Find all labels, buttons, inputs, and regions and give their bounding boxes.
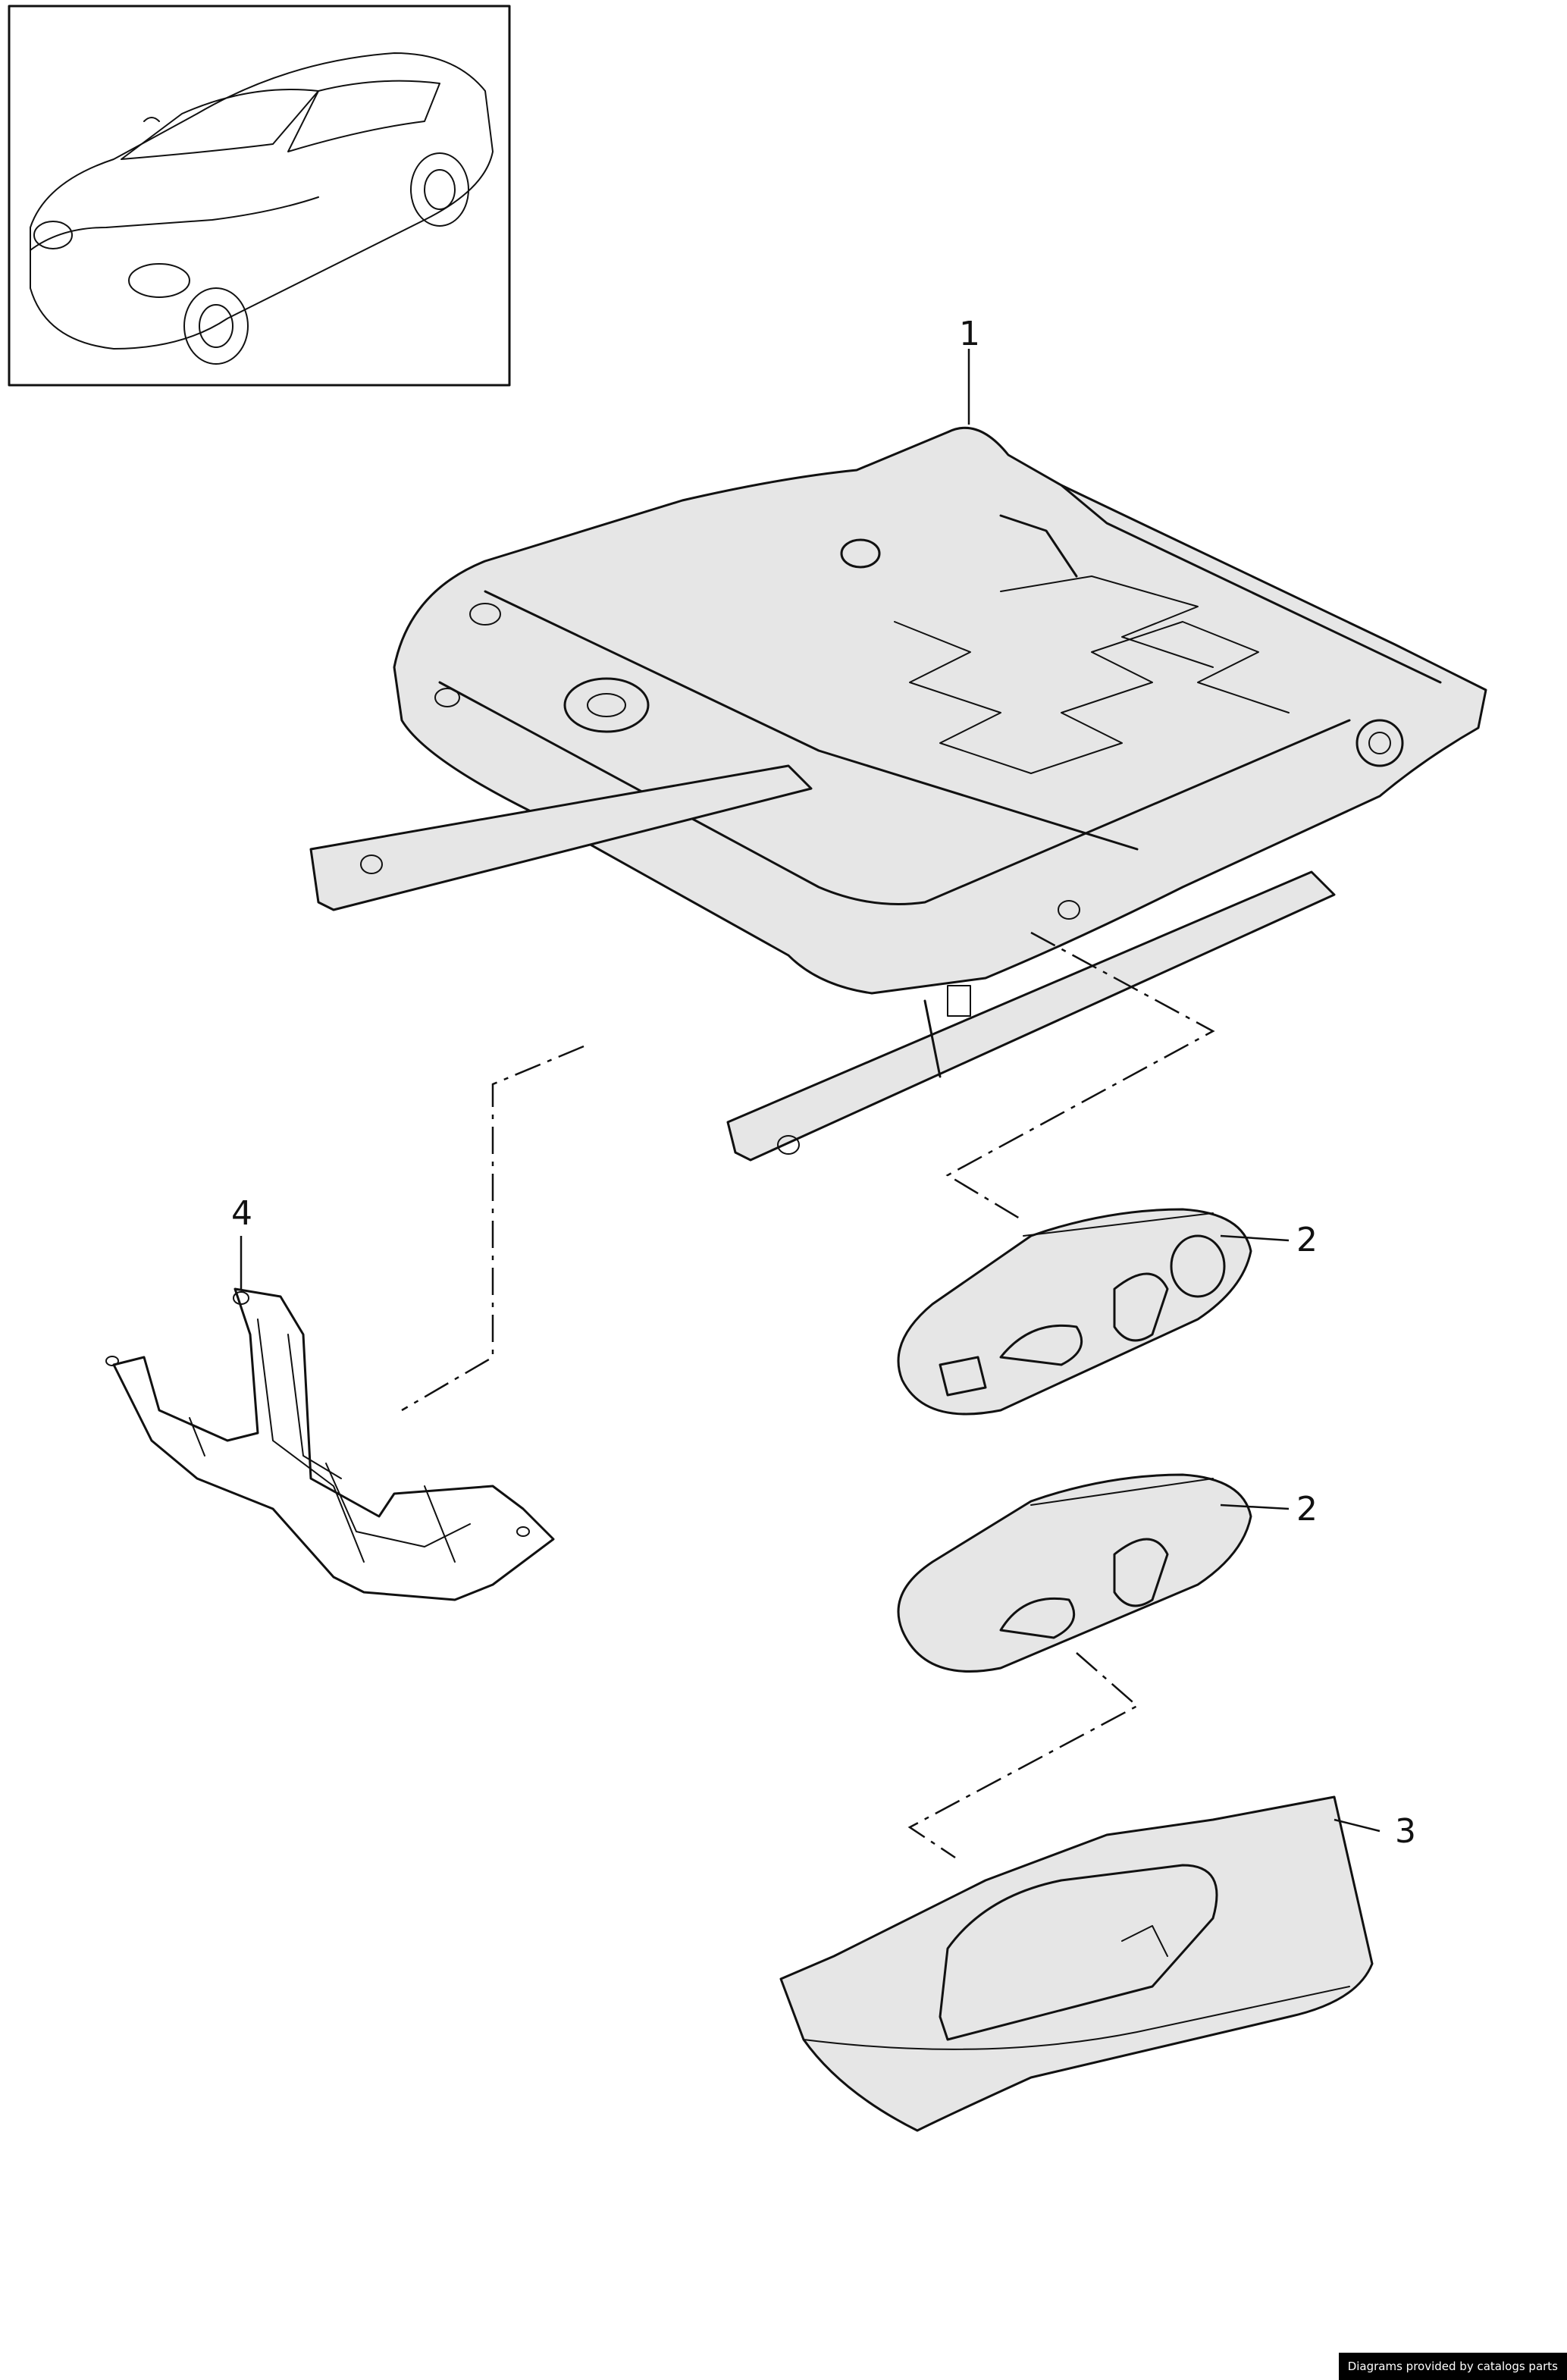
leader-line-2b xyxy=(1220,1504,1290,1510)
part-2-trim-cover-upper xyxy=(897,1208,1252,1416)
callout-2-upper: 2 xyxy=(1296,1221,1318,1259)
callout-4: 4 xyxy=(231,1194,252,1233)
leader-line-3 xyxy=(1334,1818,1381,1833)
assembly-line-bracket xyxy=(401,1045,584,1412)
part-4-bracket xyxy=(105,1287,555,1601)
leader-line-2a xyxy=(1220,1234,1290,1242)
part-3-side-panel xyxy=(779,1795,1374,2132)
assembly-line-lower-cover xyxy=(907,1652,1139,1859)
callout-2-lower: 2 xyxy=(1296,1490,1318,1529)
part-1-seat-frame xyxy=(309,426,1487,1162)
assembly-line-upper-cover xyxy=(945,931,1215,1222)
part-2-trim-cover-lower xyxy=(897,1473,1252,1673)
credit-badge: Diagrams provided by catalogs parts xyxy=(1338,2353,1567,2380)
vehicle-thumbnail xyxy=(8,5,511,387)
callout-3: 3 xyxy=(1395,1812,1416,1851)
callout-1: 1 xyxy=(959,315,980,353)
